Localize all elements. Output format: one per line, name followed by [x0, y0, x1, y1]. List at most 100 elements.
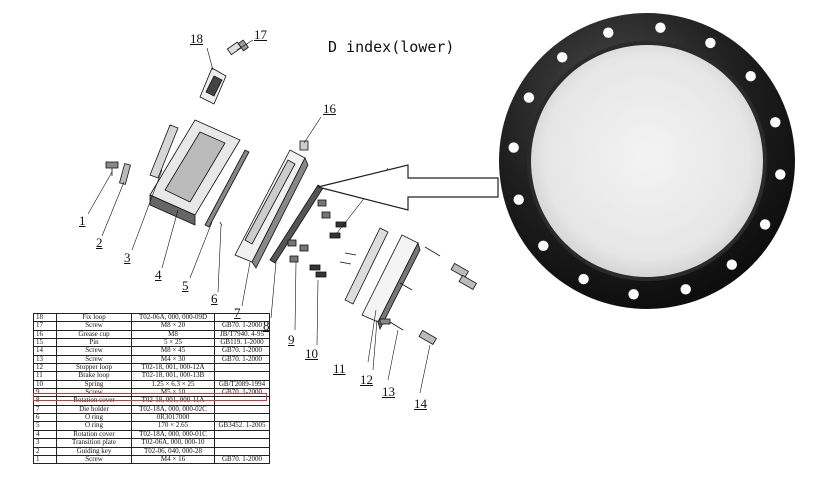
table-cell: Fix loop — [56, 312, 132, 323]
table-cell: Grease cup — [56, 329, 132, 340]
part-9-screws — [287, 199, 331, 263]
table-cell: T02-18, 001, 000-11A — [131, 396, 215, 406]
part-18-fix-loop — [199, 67, 227, 105]
table-cell: 9 — [33, 388, 57, 398]
table-cell: T02-06A, 000, 000-10 — [131, 438, 215, 448]
table-cell: Brake loop — [56, 371, 132, 381]
bolt-hole — [745, 71, 756, 82]
table-cell: 17 — [33, 321, 57, 331]
callout-9: 9 — [288, 332, 295, 347]
bolt-hole — [523, 92, 535, 103]
table-cell: 0R3017000 — [131, 413, 215, 423]
callout-4: 4 — [155, 267, 162, 282]
bolt-hole — [726, 259, 737, 270]
bolt-hole — [770, 117, 781, 128]
table-cell: Rotation cover — [56, 396, 132, 406]
table-cell: T02-18, 001, 000-13B — [131, 371, 215, 381]
table-cell — [214, 438, 270, 448]
part-5-o-ring — [204, 149, 250, 228]
table-cell: Screw — [56, 388, 132, 398]
bolt-hole — [578, 273, 589, 285]
table-cell: 12 — [33, 363, 57, 373]
part-13-screw — [379, 318, 404, 331]
table-cell: T02-18A, 000, 000-01C — [131, 429, 215, 440]
table-cell: 6 — [33, 413, 57, 423]
part-6-o-ring — [219, 221, 223, 227]
bolt-hole — [557, 52, 568, 63]
table-cell: T02-06, 040, 000-28 — [131, 446, 215, 456]
table-cell: 170 × 2.65 — [131, 421, 215, 431]
callout-13: 13 — [382, 384, 395, 399]
table-cell: 1.25 × 6.3 × 25 — [131, 379, 215, 390]
callout-3: 3 — [124, 250, 131, 265]
rotation-cover-photo — [499, 13, 795, 309]
table-cell: GB3452. 1-2005 — [214, 421, 270, 431]
part-12-stopper-loop — [361, 234, 421, 331]
table-cell: 16 — [33, 329, 57, 340]
part-7-die-holder — [234, 149, 309, 269]
table-cell: GB70. 1-2000 — [214, 388, 270, 398]
part-14-screws — [399, 246, 477, 346]
part-11-brake-loop — [344, 227, 389, 305]
table-cell: Spring — [56, 379, 132, 390]
table-cell: 18 — [33, 312, 57, 323]
table-cell: 7 — [33, 404, 57, 415]
table-cell — [214, 413, 270, 423]
table-cell: GB70. 1-2000 — [214, 321, 270, 331]
table-cell: GB70. 1-2000 — [214, 354, 270, 365]
callout-1: 1 — [79, 213, 86, 228]
table-cell: O ring — [56, 421, 132, 431]
bolt-hole — [538, 240, 549, 251]
callout-6: 6 — [211, 291, 218, 306]
table-cell: GB119. 1-2000 — [214, 338, 270, 348]
bolt-hole — [705, 37, 716, 49]
table-cell: Screw — [56, 346, 132, 356]
table-cell: 8 — [33, 396, 57, 406]
callout-12: 12 — [360, 372, 373, 387]
bolt-hole — [759, 219, 771, 230]
table-cell: Pin — [56, 338, 132, 348]
table-cell: Guiding key — [56, 446, 132, 456]
callout-14: 14 — [414, 396, 427, 411]
bolt-hole — [513, 194, 524, 205]
callout-7: 7 — [234, 305, 241, 320]
bolt-hole — [508, 142, 519, 153]
table-cell: M8 — [131, 329, 215, 340]
table-cell: M4 × 30 — [131, 354, 215, 365]
table-cell: 15 — [33, 338, 57, 348]
table-cell — [214, 404, 270, 415]
callout-10: 10 — [305, 346, 318, 361]
table-cell: Screw — [56, 354, 132, 365]
table-cell: Rotation cover — [56, 429, 132, 440]
table-cell — [214, 371, 270, 381]
table-cell: GB70. 1-2000 — [214, 454, 270, 465]
table-cell: Stopper loop — [56, 363, 132, 373]
part-4-rotation-cover — [149, 119, 241, 226]
part-16-grease-cup — [299, 140, 309, 151]
table-cell: 1 — [33, 454, 57, 465]
table-cell: 5 — [33, 421, 57, 431]
table-cell: 5 × 25 — [131, 338, 215, 348]
table-cell — [214, 429, 270, 440]
diagram-title: D index(lower) — [328, 38, 455, 56]
table-cell: 4 — [33, 429, 57, 440]
table-cell — [214, 312, 270, 323]
bolt-hole — [655, 22, 666, 33]
part-17-screw — [226, 39, 249, 56]
table-cell: Die holder — [56, 404, 132, 415]
table-cell: O ring — [56, 413, 132, 423]
